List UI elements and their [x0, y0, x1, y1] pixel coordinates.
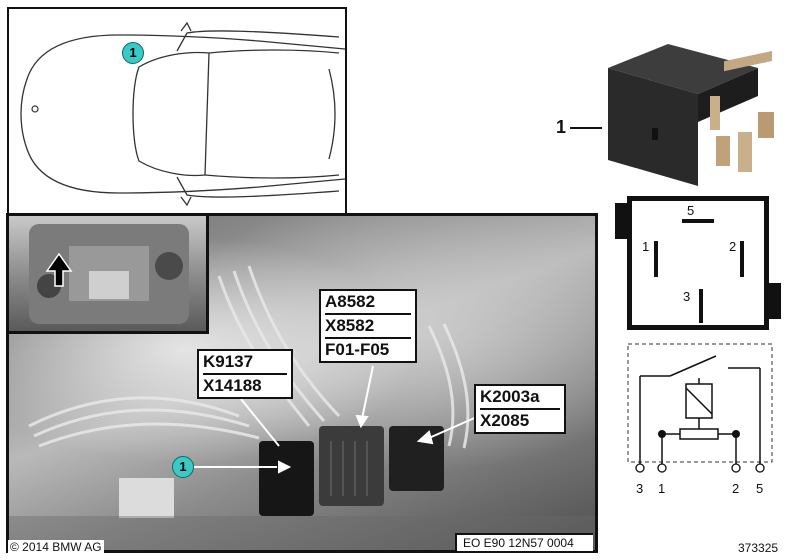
label-group-left: K9137 X14188	[197, 349, 293, 399]
drawing-code: EO E90 12N57 0004	[455, 533, 593, 551]
terminal-5-node	[755, 463, 765, 473]
relay-image	[608, 44, 774, 186]
pin-2-terminal	[740, 241, 744, 277]
pin-label-2: 2	[729, 239, 737, 254]
label-x14188: X14188	[203, 376, 262, 395]
terminal-label-1: 1	[658, 481, 666, 496]
pin-label-5: 5	[687, 203, 695, 218]
terminal-label-3: 3	[636, 481, 644, 496]
label-k9137: K9137	[203, 351, 287, 375]
label-k2003a: K2003a	[480, 386, 560, 410]
engine-bay-illustration	[29, 224, 189, 324]
terminal-3-node	[635, 463, 645, 473]
label-x2085: X2085	[480, 411, 530, 430]
engine-bay-inset	[9, 216, 209, 334]
image-number: 373325	[738, 541, 779, 555]
label-x8582: X8582	[325, 315, 411, 339]
pin-5-terminal	[682, 219, 714, 223]
position-marker-photo: 1	[172, 456, 194, 478]
relay-schematic-drawing	[627, 343, 773, 473]
relay-callout-line	[570, 127, 602, 129]
pin-label-1: 1	[642, 239, 650, 254]
copyright-text: © 2014 BMW AG	[8, 540, 104, 554]
installation-photo: K9137 X14188 A8582 X8582 F01-F05 K2003a …	[6, 213, 598, 553]
relay-illustration	[598, 36, 778, 186]
pin-3-terminal	[699, 289, 703, 323]
pinout-tab-left	[615, 203, 627, 239]
relay-pinout-diagram: 5 1 2 3	[627, 196, 769, 330]
terminal-2-node	[731, 463, 741, 473]
position-marker-car: 1	[122, 42, 144, 64]
location-arrow-icon	[45, 252, 73, 287]
terminal-1-node	[657, 463, 667, 473]
pin-label-3: 3	[683, 289, 691, 304]
car-top-view-panel: 1	[7, 7, 347, 215]
label-group-center: A8582 X8582 F01-F05	[319, 289, 417, 363]
label-group-right: K2003a X2085	[474, 384, 566, 434]
pin-1-terminal	[654, 241, 658, 277]
pinout-tab-right	[769, 283, 781, 319]
car-outline	[20, 21, 345, 207]
relay-schematic: 3 1 2 5	[620, 340, 780, 500]
filler-cap-icon	[31, 105, 39, 113]
label-f01-f05: F01-F05	[325, 340, 390, 359]
terminal-label-2: 2	[732, 481, 740, 496]
label-a8582: A8582	[325, 291, 411, 315]
relay-callout-label: 1	[556, 117, 567, 137]
terminal-label-5: 5	[756, 481, 764, 496]
